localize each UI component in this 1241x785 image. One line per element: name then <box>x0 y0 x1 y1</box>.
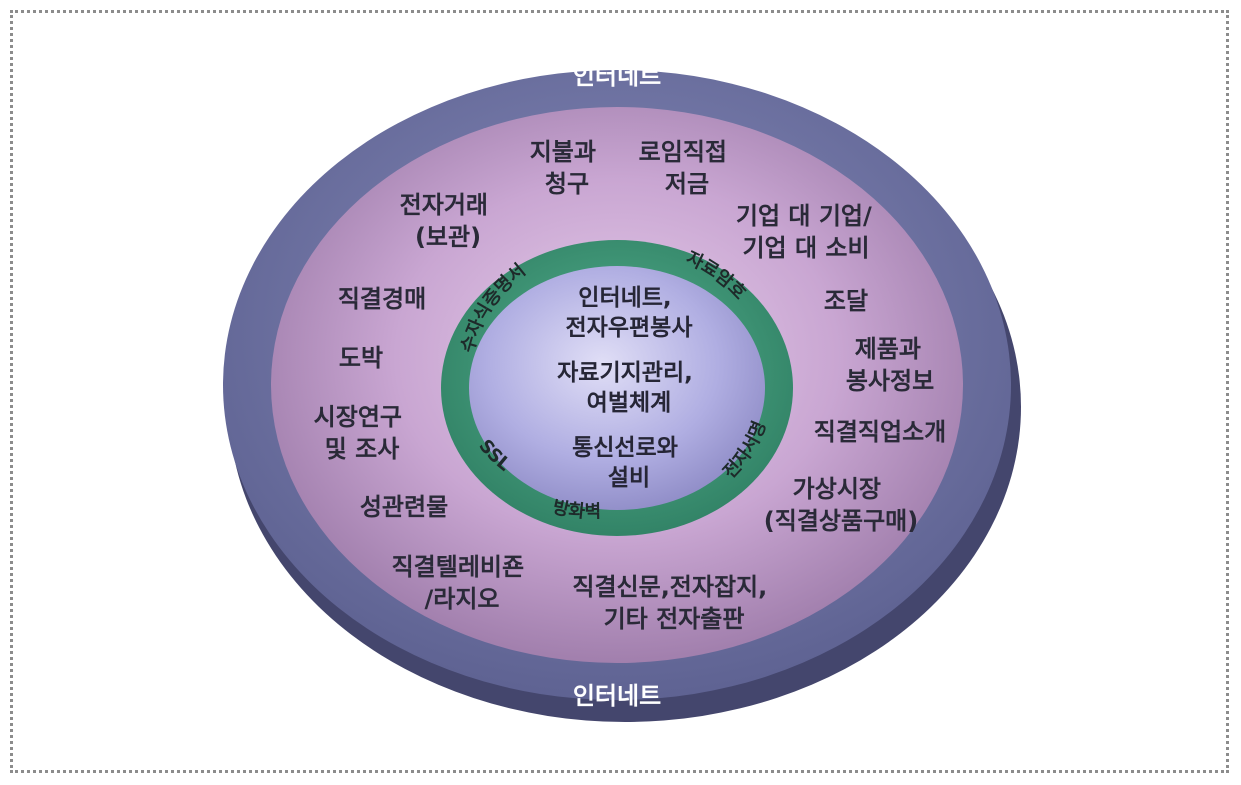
service-line: 직결직업소개 <box>814 418 946 446</box>
core-labels: 인터네트, 전자우편봉사 자료기지관리, 여벌체계 통신선로와 설비 <box>557 285 701 491</box>
service-line: /라지오 <box>424 585 499 613</box>
service-label: 로임직접 저금 <box>639 138 736 198</box>
service-line: 직결경매 <box>338 285 426 313</box>
core-line: 여벌체계 <box>587 390 672 416</box>
service-label: 가상시장 (직결상품구매) <box>764 475 918 535</box>
core-line: 전자우편봉사 <box>566 315 693 341</box>
core-line: 설비 <box>608 465 650 491</box>
service-label: 기업 대 기업/ 기업 대 소비 <box>736 202 880 262</box>
service-label: 직결텔레비죤 /라지오 <box>392 553 533 613</box>
service-line: (보관) <box>415 223 481 251</box>
service-line: 직결텔레비죤 <box>392 553 524 581</box>
service-label: 전자거래 (보관) <box>400 191 497 251</box>
core-circle <box>469 266 765 510</box>
service-line: 가상시장 <box>793 475 881 503</box>
service-line: 및 조사 <box>325 435 400 463</box>
outer-ring-top-label: 인터네트 <box>573 62 661 90</box>
outer-ring-bottom-label: 인터네트 <box>573 682 661 710</box>
service-line: 기타 전자출판 <box>604 605 745 633</box>
service-label: 직결직업소개 <box>814 418 946 446</box>
core-line: 통신선로와 <box>572 435 678 461</box>
service-line: 기업 대 기업/ <box>736 202 872 230</box>
service-label: 직결신문,전자잡지, 기타 전자출판 <box>572 573 775 633</box>
service-line: 도박 <box>339 344 383 372</box>
service-line: 저금 <box>665 170 709 198</box>
service-line: 조달 <box>824 287 868 315</box>
service-line: 제품과 <box>855 335 921 363</box>
core-label: 자료기지관리, 여벌체계 <box>557 360 701 416</box>
service-line: 기업 대 소비 <box>742 234 869 262</box>
service-line: 직결신문,전자잡지, <box>572 573 767 601</box>
core-line: 자료기지관리, <box>557 360 693 386</box>
service-line: 청구 <box>545 170 589 198</box>
service-line: 성관련물 <box>360 493 448 521</box>
services-group: 지불과 청구 로임직접 저금 전자거래 (보관) 기업 대 기업/ 기업 대 소… <box>314 138 947 633</box>
core-label: 인터네트, 전자우편봉사 <box>566 285 693 341</box>
service-label: 시장연구 및 조사 <box>314 403 411 463</box>
core-line: 인터네트, <box>578 285 671 311</box>
service-label: 조달 <box>824 287 868 315</box>
service-line: (직결상품구매) <box>764 507 918 535</box>
service-label: 지불과 청구 <box>530 138 605 198</box>
service-line: 로임직접 <box>639 138 727 166</box>
service-label: 성관련물 <box>360 493 448 521</box>
service-line: 봉사정보 <box>846 367 934 395</box>
core-label: 통신선로와 설비 <box>572 435 686 491</box>
service-label: 도박 <box>339 344 383 372</box>
diagram-frame <box>10 10 1229 773</box>
service-line: 시장연구 <box>314 403 402 431</box>
service-line: 전자거래 <box>400 191 488 219</box>
service-label: 제품과 봉사정보 <box>846 335 934 395</box>
service-label: 직결경매 <box>338 285 426 313</box>
service-line: 지불과 <box>530 138 596 166</box>
